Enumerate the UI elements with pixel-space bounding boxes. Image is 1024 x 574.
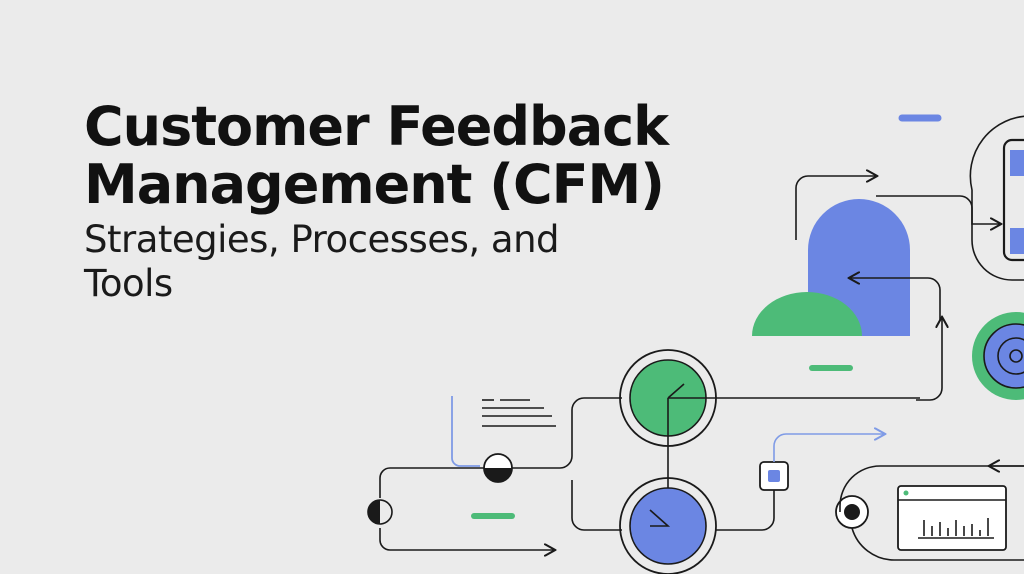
target-icon [972, 312, 1024, 400]
right-panel-device [1002, 138, 1024, 262]
monitor-bar-chart-icon [897, 485, 1007, 551]
subtitle-line-1: Strategies, Processes, and [84, 218, 560, 261]
right-panel-screen [1010, 150, 1024, 176]
connector-to-square [716, 490, 775, 531]
subtitle-line-2: Tools [84, 262, 173, 305]
page-title-line-2: Management (CFM) [84, 153, 665, 216]
blue-connector [451, 396, 480, 467]
right-panel-screen-2 [1010, 228, 1024, 254]
half-node-icon [483, 453, 513, 483]
arrow-top-loop [795, 176, 876, 240]
title-block: Customer Feedback Management (CFM) Strat… [84, 98, 744, 306]
document-lines-icon [482, 399, 556, 427]
arrow-up-right [916, 318, 942, 401]
connector-to-blue-node [571, 480, 622, 531]
connector-to-green-node [512, 397, 622, 469]
bottom-right-curve-lower [851, 527, 1024, 561]
half-moon-icon [368, 500, 380, 524]
arrow-left-loop [850, 278, 941, 320]
small-square-icon [759, 461, 789, 491]
blue-node-icon [619, 477, 717, 574]
right-panel-curve [969, 115, 1024, 281]
bottom-arrow [379, 528, 554, 550]
page-title-line-1: Customer Feedback [84, 95, 669, 158]
bottom-right-curve [839, 465, 1024, 512]
left-connector [379, 467, 484, 498]
green-half-circle [752, 292, 862, 336]
blue-arrow-right [773, 434, 884, 462]
